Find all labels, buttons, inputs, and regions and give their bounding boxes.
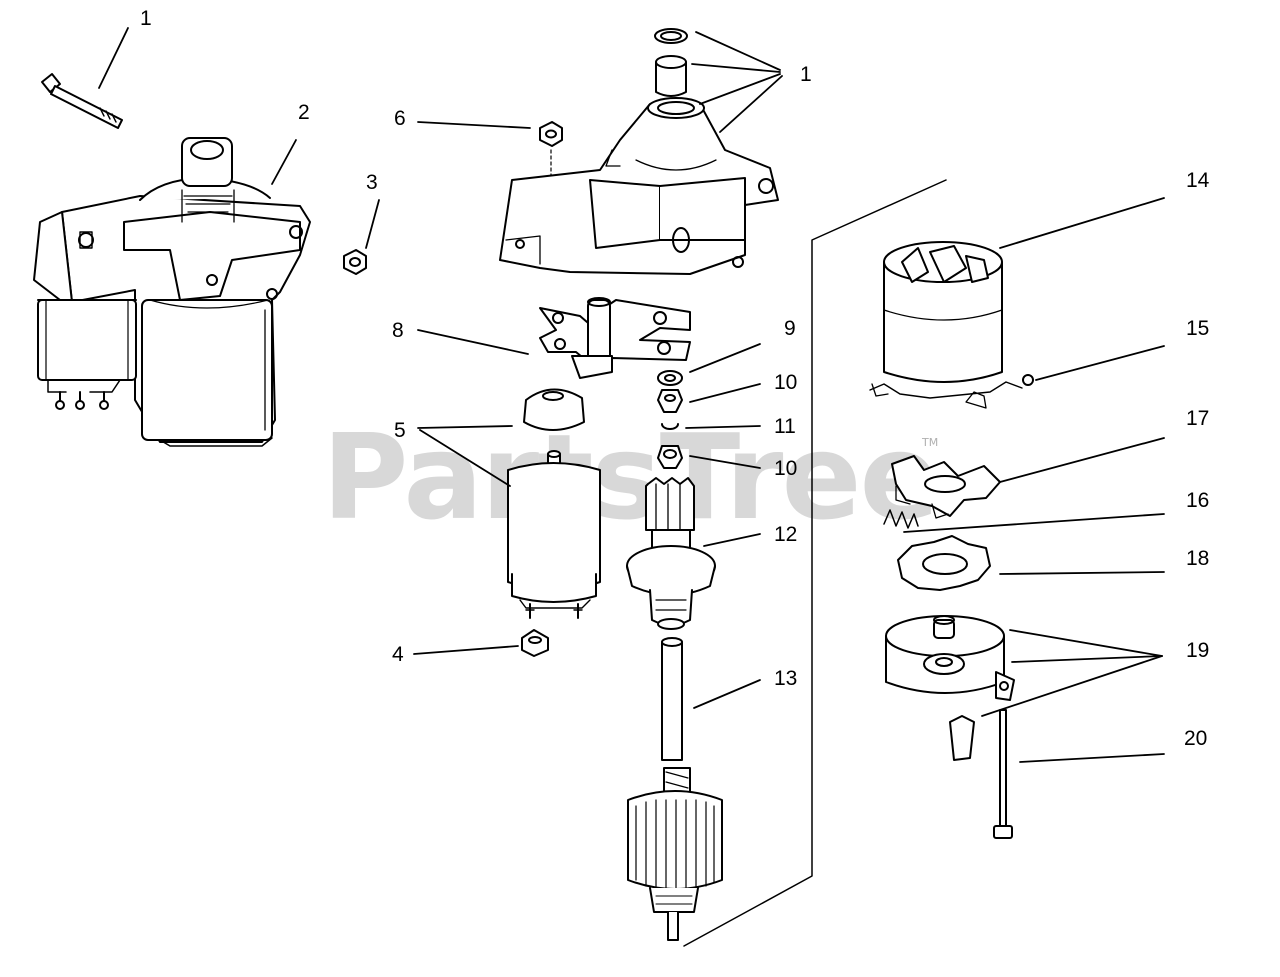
part-10-collar-upper <box>657 389 683 413</box>
part-18-insulator-plate <box>897 535 991 591</box>
part-5-solenoid <box>507 388 601 619</box>
part-9-washer <box>657 370 683 386</box>
callout-1-housing: 1 <box>800 63 812 86</box>
callout-19-end-cap: 19 <box>1186 639 1210 662</box>
leader-lines <box>98 27 1165 763</box>
part-16-brush-spring <box>883 509 919 529</box>
callout-8-lever: 8 <box>392 319 404 342</box>
callout-18-plate: 18 <box>1186 547 1210 570</box>
callout-2-starter: 2 <box>298 101 310 124</box>
part-13-armature <box>627 637 723 941</box>
part-1-bolt <box>41 73 123 129</box>
callout-10-collar: 10 <box>774 371 798 394</box>
part-12-drive-pinion <box>626 477 716 630</box>
callout-16-spring: 16 <box>1186 489 1210 512</box>
callout-15-lead: 15 <box>1186 317 1210 340</box>
callout-1-bolt: 1 <box>140 7 152 30</box>
part-4-nut <box>521 629 549 657</box>
callout-6-nut: 6 <box>394 107 406 130</box>
part-19-end-cap <box>885 615 1015 761</box>
part-6-nut <box>539 121 563 147</box>
part-3-nut <box>343 249 367 275</box>
part-2-starter-assembly <box>33 137 311 447</box>
callout-4-nut: 4 <box>392 643 404 666</box>
part-10-collar-lower <box>657 445 683 469</box>
part-14-field-frame <box>869 241 1034 409</box>
part-20-through-bolt <box>993 709 1013 839</box>
watermark: PartsTree <box>322 408 940 546</box>
part-8-shift-lever <box>539 297 691 379</box>
part-17-brush-holder <box>891 455 1001 519</box>
part-11-snap-ring <box>661 423 679 430</box>
callout-10-collar-2: 10 <box>774 457 798 480</box>
callout-17-holder: 17 <box>1186 407 1210 430</box>
part-1-drive-housing <box>499 28 779 275</box>
callout-13-armature: 13 <box>774 667 798 690</box>
callout-9-washer: 9 <box>784 317 796 340</box>
callout-5-solenoid: 5 <box>394 419 406 442</box>
callout-12-pinion: 12 <box>774 523 798 546</box>
trademark-mark: TM <box>922 436 939 449</box>
assembly-bracket-line <box>683 179 947 947</box>
callout-20-bolt: 20 <box>1184 727 1208 750</box>
callout-11-snap-ring: 11 <box>774 415 796 438</box>
callout-14-frame: 14 <box>1186 169 1210 192</box>
callout-3-nut: 3 <box>366 171 378 194</box>
